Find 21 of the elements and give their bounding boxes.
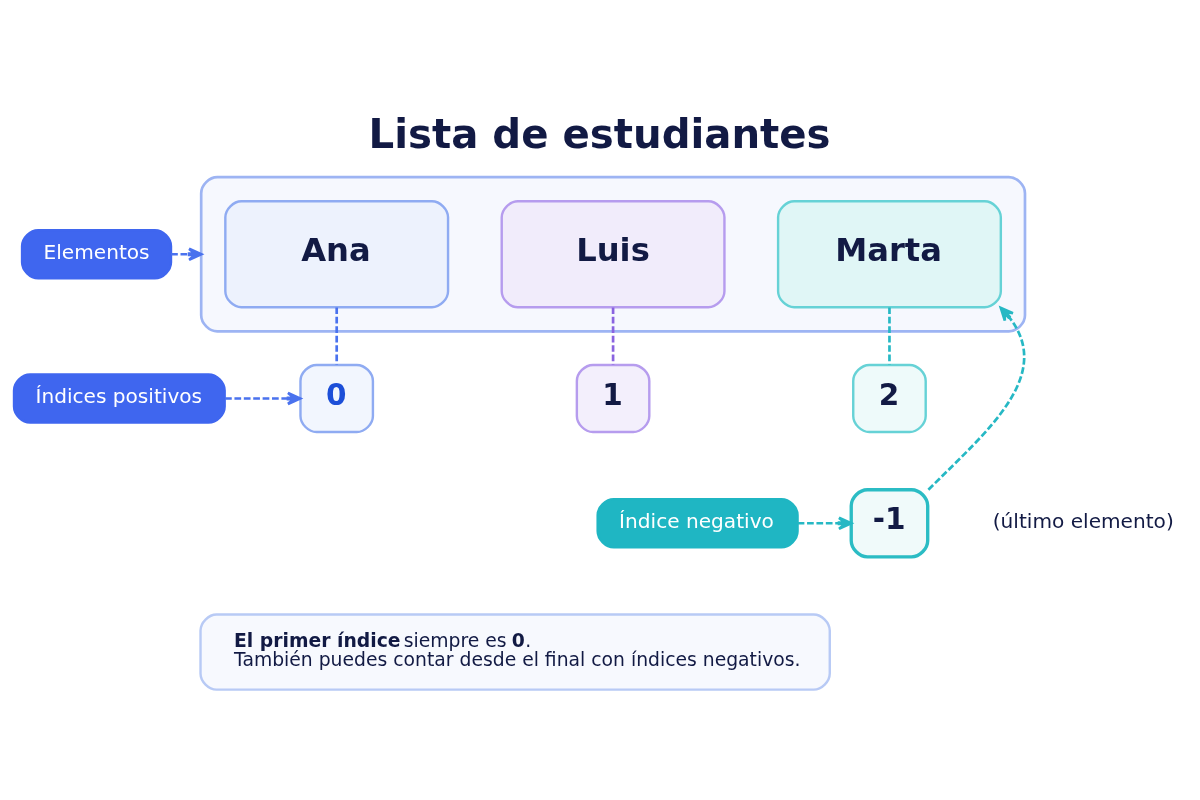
node-box: Índices positivos: [12, 372, 226, 424]
arrow: [797, 516, 853, 530]
node-box: -1: [849, 487, 930, 558]
node-label: (último elemento): [992, 508, 1174, 533]
node-box: 0: [299, 363, 375, 433]
node-box: 2: [852, 363, 927, 433]
node-box: Índice negativo: [596, 497, 799, 549]
arrow: [927, 306, 1026, 491]
connector: [335, 307, 339, 365]
arrow: [171, 247, 203, 261]
diagram-title: Lista de estudiantes: [368, 110, 831, 157]
cluster: [199, 175, 1027, 333]
node-box: Ana: [224, 199, 450, 308]
connector: [611, 307, 615, 365]
node-box: Elementos: [20, 228, 173, 280]
arrow: [225, 391, 302, 405]
node-box: El primer índice siempre es 0. También puedes contar desde el final con índices negativos.: [199, 612, 831, 691]
node-box: 1: [575, 363, 651, 433]
node-box: Marta: [776, 199, 1003, 308]
connector: [888, 307, 891, 365]
node-box: Luis: [500, 199, 726, 308]
